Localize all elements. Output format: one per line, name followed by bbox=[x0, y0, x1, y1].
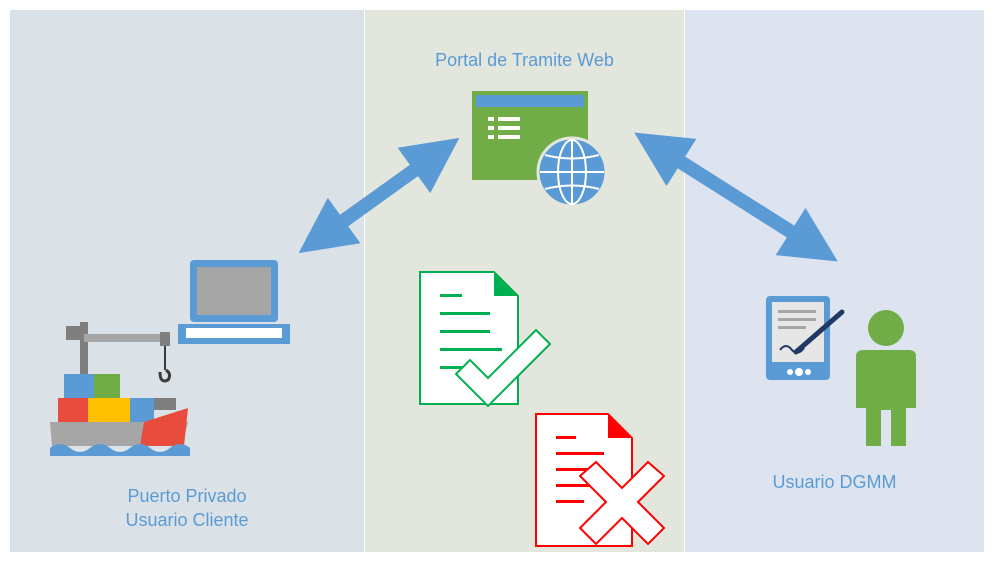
laptop-icon bbox=[178, 260, 290, 344]
arrow-client-portal bbox=[298, 137, 460, 254]
user-person-icon bbox=[856, 310, 916, 446]
globe-icon bbox=[536, 136, 608, 208]
tablet-signature-icon bbox=[766, 296, 845, 380]
client-label-line2: Usuario Cliente bbox=[125, 510, 249, 530]
client-label: Puerto Privado Usuario Cliente bbox=[10, 484, 364, 532]
portal-title: Portal de Tramite Web bbox=[435, 50, 614, 70]
web-portal-icon bbox=[472, 91, 608, 208]
approved-document-icon bbox=[419, 271, 552, 408]
client-label-line1: Puerto Privado bbox=[127, 486, 247, 506]
rejected-document-icon bbox=[535, 413, 666, 547]
dgmm-panel bbox=[685, 10, 984, 552]
container-ship-icon bbox=[50, 322, 190, 456]
client-panel bbox=[10, 10, 364, 552]
dgmm-label: Usuario DGMM bbox=[772, 472, 897, 492]
arrow-portal-dgmm bbox=[634, 132, 838, 262]
